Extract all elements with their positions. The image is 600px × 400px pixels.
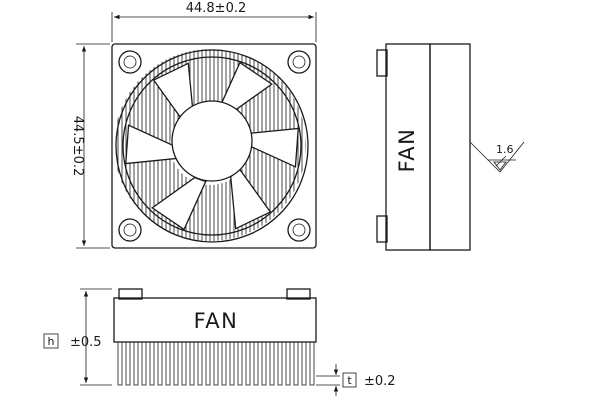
fan-inner-ring — [122, 56, 302, 236]
heatsink-fin — [277, 341, 283, 386]
bottom-fan-label: FAN — [194, 309, 239, 333]
heatsink-fin — [301, 341, 307, 386]
t-symbol-box — [342, 372, 357, 388]
side-fan-label: FAN — [395, 128, 419, 173]
heatsink-fin — [173, 341, 179, 386]
heatsink-fin — [197, 341, 203, 386]
heatsink-fin — [285, 341, 291, 386]
front-view-frame — [111, 43, 317, 249]
heatsink-fin — [157, 341, 163, 386]
t-symbol: t — [347, 374, 352, 387]
side-tab-top — [376, 49, 388, 77]
mounting-hole-bottom-left — [118, 218, 142, 242]
bottom-tab-left — [118, 288, 143, 300]
heatsink-fin — [213, 341, 219, 386]
front-view: 44.8±0.2 44.5±0.2 — [70, 1, 317, 249]
fan-outer-ring — [115, 49, 309, 243]
fan-blade — [230, 168, 272, 230]
bottom-tab-right — [286, 288, 311, 300]
width-dimension-label: 44.8±0.2 — [186, 1, 247, 16]
heatsink-fin — [269, 341, 275, 386]
heatsink-fin — [253, 341, 259, 386]
heatsink-fin — [149, 341, 155, 386]
heatsink-fin — [125, 341, 131, 386]
h-symbol-box — [43, 333, 59, 349]
h-tolerance: ±0.5 — [70, 335, 102, 350]
heatsink-fin — [237, 341, 243, 386]
heatsink-fin — [261, 341, 267, 386]
side-tab-bottom — [376, 215, 388, 243]
heatsink-fin — [221, 341, 227, 386]
height-dimension-label: 44.5±0.2 — [70, 116, 85, 177]
mounting-hole-top-right — [287, 50, 311, 74]
surface-finish-symbol — [469, 141, 525, 173]
heatsink-fin — [229, 341, 235, 386]
heatsink-fin — [181, 341, 187, 386]
bottom-heatsink-fins — [117, 341, 315, 386]
heatsink-fin — [293, 341, 299, 386]
t-tolerance: ±0.2 — [364, 374, 396, 389]
heatsink-fin — [309, 341, 315, 386]
bottom-view: FAN h ±0.5 t ±0.2 — [43, 288, 396, 396]
mounting-hole-top-left — [118, 50, 142, 74]
mounting-hole-bottom-right — [287, 218, 311, 242]
side-view: FAN 1.6 — [376, 43, 525, 251]
heatsink-fin — [141, 341, 147, 386]
heatsink-fin — [189, 341, 195, 386]
fan-hub — [171, 100, 253, 182]
fan-blades — [125, 61, 299, 231]
h-symbol: h — [48, 335, 55, 348]
side-heatsink — [429, 43, 471, 251]
heatsink-fin — [117, 341, 123, 386]
surface-finish-value: 1.6 — [496, 143, 514, 156]
heatsink-fin — [165, 341, 171, 386]
heatsink-fin — [245, 341, 251, 386]
heatsink-fin — [205, 341, 211, 386]
heatsink-fin — [133, 341, 139, 386]
